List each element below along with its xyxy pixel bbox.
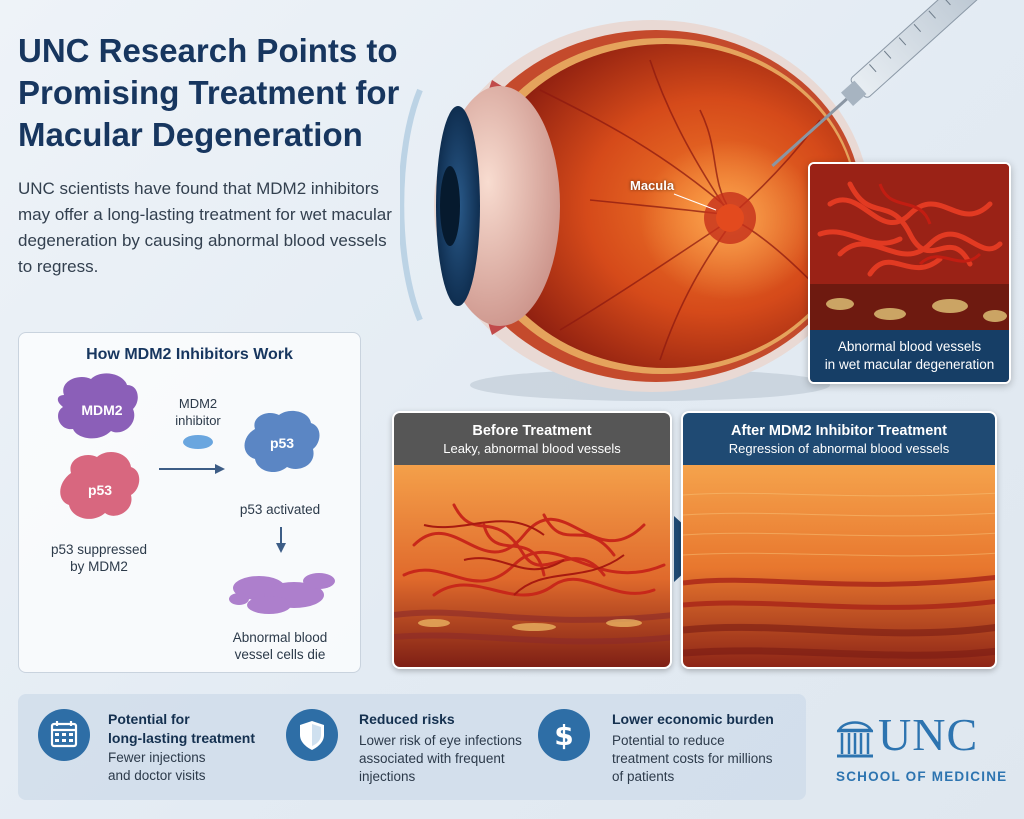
benefit-1-title: Potential for long-lasting treatment bbox=[108, 710, 255, 748]
p53-label: p53 bbox=[87, 482, 113, 498]
benefit-3-body: Potential to reduce treatment costs for … bbox=[612, 732, 773, 786]
after-subtitle: Regression of abnormal blood vessels bbox=[728, 441, 950, 456]
cells-die-caption-line1: Abnormal blood bbox=[232, 630, 328, 645]
p53-suppressed-shape bbox=[60, 452, 140, 519]
benefit-2-title: Reduced risks bbox=[359, 710, 455, 729]
benefit-1-title-line2: long-lasting treatment bbox=[108, 730, 256, 746]
inset-caption-line1: Abnormal blood vessels bbox=[837, 339, 982, 354]
mdm2-protein-shape bbox=[57, 373, 138, 439]
mechanism-panel: How MDM2 Inhibitors Work MDM2 p53 p53 MD… bbox=[18, 332, 361, 673]
benefit-1-body-line2: and doctor visits bbox=[108, 768, 206, 783]
benefit-2-body-line1: Lower risk of eye infections bbox=[359, 733, 522, 748]
macula-label: Macula bbox=[630, 178, 675, 193]
benefit-2-body-line3: injections bbox=[359, 769, 416, 784]
benefit-3-body-line1: Potential to reduce bbox=[612, 733, 725, 748]
suppressed-caption-line1: p53 suppressed bbox=[50, 542, 148, 557]
activated-caption: p53 activated bbox=[239, 502, 321, 517]
p53-activated-protein-label: p53 bbox=[269, 435, 295, 451]
benefit-2-body-line2: associated with frequent bbox=[359, 751, 505, 766]
abnormal-vessels-inset: Abnormal blood vessels in wet macular de… bbox=[808, 162, 1011, 384]
before-header: Before Treatment Leaky, abnormal blood v… bbox=[394, 413, 670, 465]
abnormal-vessels-image bbox=[810, 164, 1009, 334]
benefit-1-title-line1: Potential for bbox=[108, 711, 190, 727]
benefit-2-title-line1: Reduced risks bbox=[359, 711, 455, 727]
before-treatment-image bbox=[394, 465, 670, 667]
before-treatment-panel: Before Treatment Leaky, abnormal blood v… bbox=[392, 411, 672, 669]
inhibitor-label-line1: MDM2 bbox=[178, 396, 218, 411]
cells-die-caption-line2: vessel cells die bbox=[234, 647, 326, 662]
benefit-3-body-line2: treatment costs for millions bbox=[612, 751, 773, 766]
mechanism-diagram bbox=[57, 373, 335, 614]
dying-cells-shape bbox=[229, 573, 335, 614]
page-title: UNC Research Points to Promising Treatme… bbox=[18, 32, 400, 153]
before-title: Before Treatment bbox=[472, 423, 592, 439]
old-well-logo-icon bbox=[836, 721, 874, 758]
cells-die-caption: Abnormal blood vessel cells die bbox=[215, 629, 345, 663]
school-of-medicine-wordmark: SCHOOL OF MEDICINE bbox=[836, 769, 1008, 784]
inhibitor-pill-shape bbox=[183, 435, 213, 449]
inhibitor-label: MDM2 inhibitor bbox=[158, 395, 238, 429]
benefit-3-title-line1: Lower economic burden bbox=[612, 711, 774, 727]
benefit-2-body: Lower risk of eye infections associated … bbox=[359, 732, 522, 786]
eye-cross-section-illustration bbox=[400, 0, 993, 401]
mechanism-title: How MDM2 Inhibitors Work bbox=[86, 346, 293, 363]
inset-caption-line2: in wet macular degeneration bbox=[824, 357, 995, 372]
shield-check-icon bbox=[286, 709, 338, 761]
calendar-icon bbox=[38, 709, 90, 761]
svg-text:$: $ bbox=[554, 719, 573, 752]
suppressed-caption: p53 suppressed by MDM2 bbox=[39, 541, 159, 575]
unc-logo-wordmark: UNC bbox=[878, 709, 979, 760]
after-header: After MDM2 Inhibitor Treatment Regressio… bbox=[683, 413, 995, 465]
inhibitor-label-line2: inhibitor bbox=[175, 413, 221, 428]
p53-activated-shape bbox=[244, 410, 320, 473]
before-subtitle: Leaky, abnormal blood vessels bbox=[443, 441, 621, 456]
suppressed-caption-line2: by MDM2 bbox=[70, 559, 128, 574]
benefit-1-body: Fewer injections and doctor visits bbox=[108, 749, 206, 785]
inset-caption: Abnormal blood vessels in wet macular de… bbox=[810, 330, 1009, 382]
benefit-3-title: Lower economic burden bbox=[612, 710, 774, 729]
dollar-icon: $ bbox=[538, 709, 590, 761]
benefit-3-body-line3: of patients bbox=[612, 769, 675, 784]
page-subtitle: UNC scientists have found that MDM2 inhi… bbox=[18, 179, 392, 276]
after-treatment-panel: After MDM2 Inhibitor Treatment Regressio… bbox=[681, 411, 997, 669]
benefit-1-body-line1: Fewer injections bbox=[108, 750, 206, 765]
benefits-bar: Potential for long-lasting treatment Few… bbox=[18, 694, 806, 800]
after-treatment-image bbox=[683, 465, 995, 667]
after-title: After MDM2 Inhibitor Treatment bbox=[731, 423, 947, 439]
mdm2-label: MDM2 bbox=[81, 402, 123, 418]
